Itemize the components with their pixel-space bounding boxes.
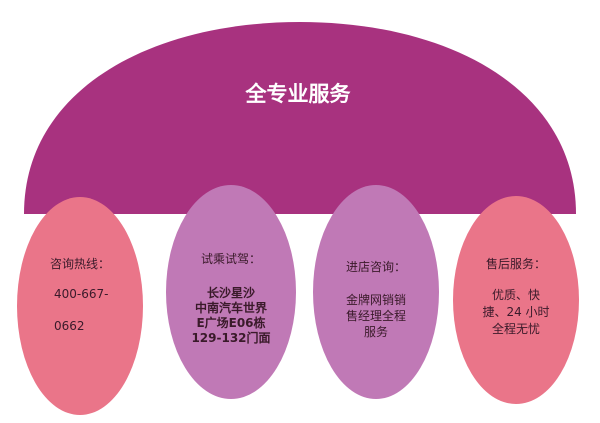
card-line: 售经理全程 (346, 308, 406, 323)
card-heading: 售后服务： (486, 256, 546, 271)
card-line: 服务 (364, 324, 388, 339)
card-oval (17, 197, 143, 415)
card-line: 全程无忧 (492, 321, 540, 336)
card-line: 0662 (54, 319, 85, 333)
card-line: 捷、24 小时 (482, 305, 549, 319)
card-line: 优质、快 (492, 288, 540, 302)
card-oval (166, 185, 296, 399)
card-line: 中南汽车世界 (195, 300, 267, 315)
dome-shape (24, 22, 576, 214)
card-line: 长沙星沙 (207, 285, 255, 300)
card-test-drive: 试乘试驾： 长沙星沙 中南汽车世界 E广场E06栋 129-132门面 (166, 185, 296, 399)
diagram-title: 全专业服务 (245, 82, 352, 106)
card-oval (453, 196, 579, 404)
card-line: E广场E06栋 (196, 315, 265, 330)
card-heading: 试乘试驾： (201, 251, 261, 266)
card-oval (313, 185, 439, 399)
card-hotline: 咨询热线： 400-667- 0662 (17, 197, 143, 415)
card-line: 金牌网销销 (346, 292, 406, 307)
card-heading: 进店咨询： (346, 259, 406, 274)
card-line: 400-667- (54, 287, 108, 301)
card-in-store: 进店咨询： 金牌网销销 售经理全程 服务 (313, 185, 439, 399)
card-heading: 咨询热线： (50, 256, 110, 271)
card-after-sales: 售后服务： 优质、快 捷、24 小时 全程无忧 (453, 196, 579, 404)
card-line: 129-132门面 (191, 330, 270, 345)
